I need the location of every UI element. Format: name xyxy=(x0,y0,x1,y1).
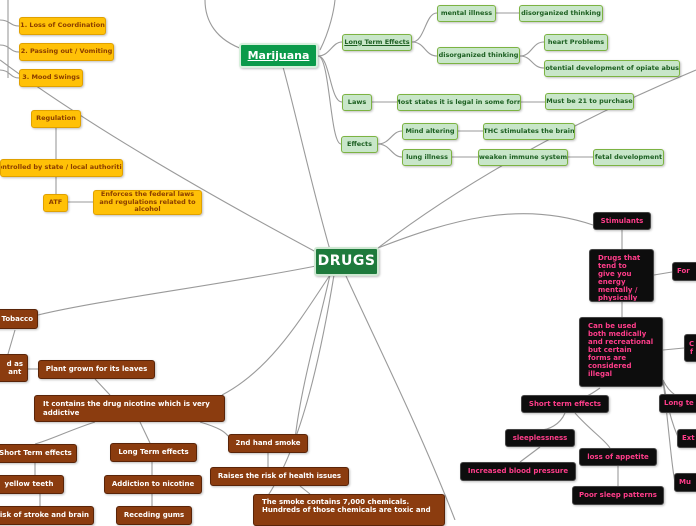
chemicals-node[interactable]: The smoke contains 7,000 chemicals. Hund… xyxy=(253,494,445,526)
regulation-node[interactable]: Regulation xyxy=(31,110,81,128)
addiction-node[interactable]: Addiction to nicotine xyxy=(104,475,202,494)
passing-out-node[interactable]: 2. Passing out / Vomiting xyxy=(19,43,114,61)
opiate-abuse-node[interactable]: Potential development of opiate abuse xyxy=(544,60,680,77)
stimulants-usage-node[interactable]: Can be used both medically and recreatio… xyxy=(579,317,663,387)
loss-coordination-node[interactable]: 1. Loss of Coordination xyxy=(19,17,106,35)
cut-node-4[interactable]: Ext xyxy=(677,429,696,448)
cut-node-3[interactable]: Long te xyxy=(659,394,696,413)
yellow-teeth-node[interactable]: yellow teeth xyxy=(0,475,64,494)
cut-node-1[interactable]: For xyxy=(672,262,696,281)
immune-system-node[interactable]: weaken immune system xyxy=(478,149,568,166)
blood-pressure-node[interactable]: Increased blood pressure xyxy=(460,462,576,481)
nicotine-node[interactable]: It contains the drug nicotine which is v… xyxy=(34,395,225,422)
marijuana-node[interactable]: Marijuana xyxy=(239,43,318,68)
controlled-by-node[interactable]: Controlled by state / local authorities xyxy=(0,159,123,177)
center-node-drugs[interactable]: DRUGS xyxy=(314,247,379,276)
tobacco-short-term-node[interactable]: Short Term effects xyxy=(0,444,77,463)
cut-node-5[interactable]: Mu xyxy=(674,473,696,492)
mood-swings-node[interactable]: 3. Mood Swings xyxy=(19,69,83,87)
disorganized-thinking-node-1[interactable]: disorganized thinking xyxy=(519,5,603,22)
lung-illness-node[interactable]: lung illness xyxy=(402,149,452,166)
stimulants-definition-node[interactable]: Drugs that tend to give you energy menta… xyxy=(589,249,654,302)
disorganized-thinking-node-2[interactable]: disorganized thinking xyxy=(437,47,520,64)
mental-illness-node[interactable]: mental illness xyxy=(437,5,496,22)
enforces-node[interactable]: Enforces the federal laws and regulation… xyxy=(93,190,202,215)
laws-node[interactable]: Laws xyxy=(342,94,372,111)
tobacco-long-term-node[interactable]: Long Term effects xyxy=(110,443,197,462)
health-risk-node[interactable]: Raises the risk of health issues xyxy=(210,467,349,486)
receding-gums-node[interactable]: Receding gums xyxy=(116,506,192,525)
mind-altering-node[interactable]: Mind altering xyxy=(402,123,458,140)
legal-states-node[interactable]: Most states it is legal in some form xyxy=(397,94,521,111)
sleeplessness-node[interactable]: sleeplessness xyxy=(505,429,575,447)
thc-brain-node[interactable]: THC stimulates the brain xyxy=(483,123,575,140)
atf-node[interactable]: ATF xyxy=(43,194,68,212)
plant-grown-node[interactable]: Plant grown for its leaves xyxy=(38,360,155,379)
stimulants-node[interactable]: Stimulants xyxy=(593,212,651,230)
long-term-effects-node[interactable]: Long Term Effects xyxy=(342,34,412,51)
effects-node[interactable]: Effects xyxy=(341,136,378,153)
tobacco-node[interactable]: Tobacco xyxy=(0,309,38,329)
short-term-effects-node[interactable]: Short term effects xyxy=(521,395,609,413)
stroke-node[interactable]: isk of stroke and brain xyxy=(0,506,94,525)
must-be-21-node[interactable]: Must be 21 to purchase xyxy=(545,93,634,110)
loss-appetite-node[interactable]: loss of appetite xyxy=(579,448,657,466)
used-as-node[interactable]: d as ant xyxy=(0,354,28,382)
sleep-patterns-node[interactable]: Poor sleep patterns xyxy=(572,486,664,505)
cut-node-2[interactable]: C f xyxy=(684,334,696,362)
heart-problems-node[interactable]: heart Problems xyxy=(544,34,608,51)
second-hand-smoke-node[interactable]: 2nd hand smoke xyxy=(228,434,308,453)
fetal-development-node[interactable]: fetal development xyxy=(593,149,664,166)
